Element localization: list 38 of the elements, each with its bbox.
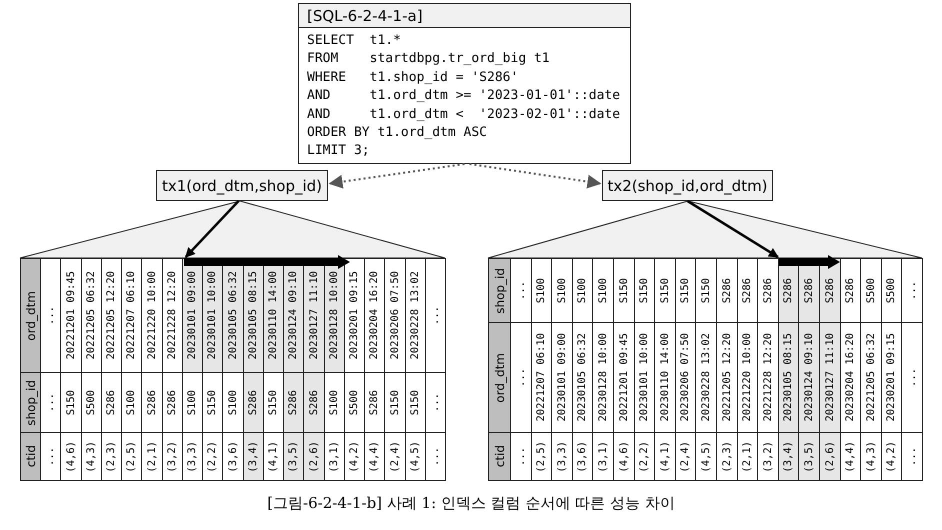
sql-title: [SQL-6-2-4-1-a] — [299, 4, 630, 28]
arrow — [686, 200, 779, 258]
arrow — [184, 200, 240, 258]
code-line: AND t1.ord_dtm < '2023-02-01'::date — [306, 106, 622, 124]
data-cell: ... — [424, 432, 446, 481]
index-box: tx2(shop_id,ord_dtm) — [602, 170, 773, 201]
sql-box — [298, 3, 631, 164]
index-box: tx1(ord_dtm,shop_id) — [156, 170, 328, 201]
header-cell: ctid — [488, 432, 511, 481]
data-cell: (3,4) — [242, 432, 264, 481]
code-line: LIMIT 3; — [306, 142, 371, 160]
header-cell: shop_id — [488, 258, 511, 323]
data-cell: 20230105 08:15 — [778, 322, 800, 433]
data-cell: (3,4) — [778, 432, 800, 481]
data-cell: 20230124 09:10 — [798, 322, 820, 433]
caption: [그림-6-2-4-1-b] 사례 1: 인덱스 컬럼 순서에 따른 성능 차이 — [267, 494, 675, 512]
code-line: SELECT t1.* — [306, 32, 402, 50]
index-table — [488, 258, 922, 480]
header-cell: ord_dtm — [488, 322, 511, 433]
header-cell: shop_id — [20, 372, 41, 433]
data-cell: (2,6) — [819, 432, 841, 481]
dotted-arrow — [328, 163, 465, 189]
data-cell: (3,5) — [798, 432, 820, 481]
data-cell: 20230127 11:10 — [819, 322, 841, 433]
header-cell: ctid — [20, 432, 41, 481]
data-cell: S286 — [283, 372, 304, 433]
data-cell: S286 — [303, 372, 324, 433]
code-line: WHERE t1.shop_id = 'S286' — [306, 68, 520, 87]
header-cell: ord_dtm — [20, 258, 41, 373]
code-line: AND t1.ord_dtm >= '2023-01-01'::date — [306, 87, 622, 106]
data-cell: (3,5) — [283, 432, 304, 481]
code-line: ORDER BY t1.ord_dtm ASC — [306, 124, 488, 142]
data-cell: ... — [901, 432, 923, 481]
code-line: FROM startdbpg.tr_ord_big t1 — [306, 50, 551, 68]
data-cell: S286 — [242, 372, 264, 433]
index-table — [20, 258, 445, 480]
dotted-arrow — [469, 163, 602, 189]
data-cell: (2,6) — [303, 432, 324, 481]
